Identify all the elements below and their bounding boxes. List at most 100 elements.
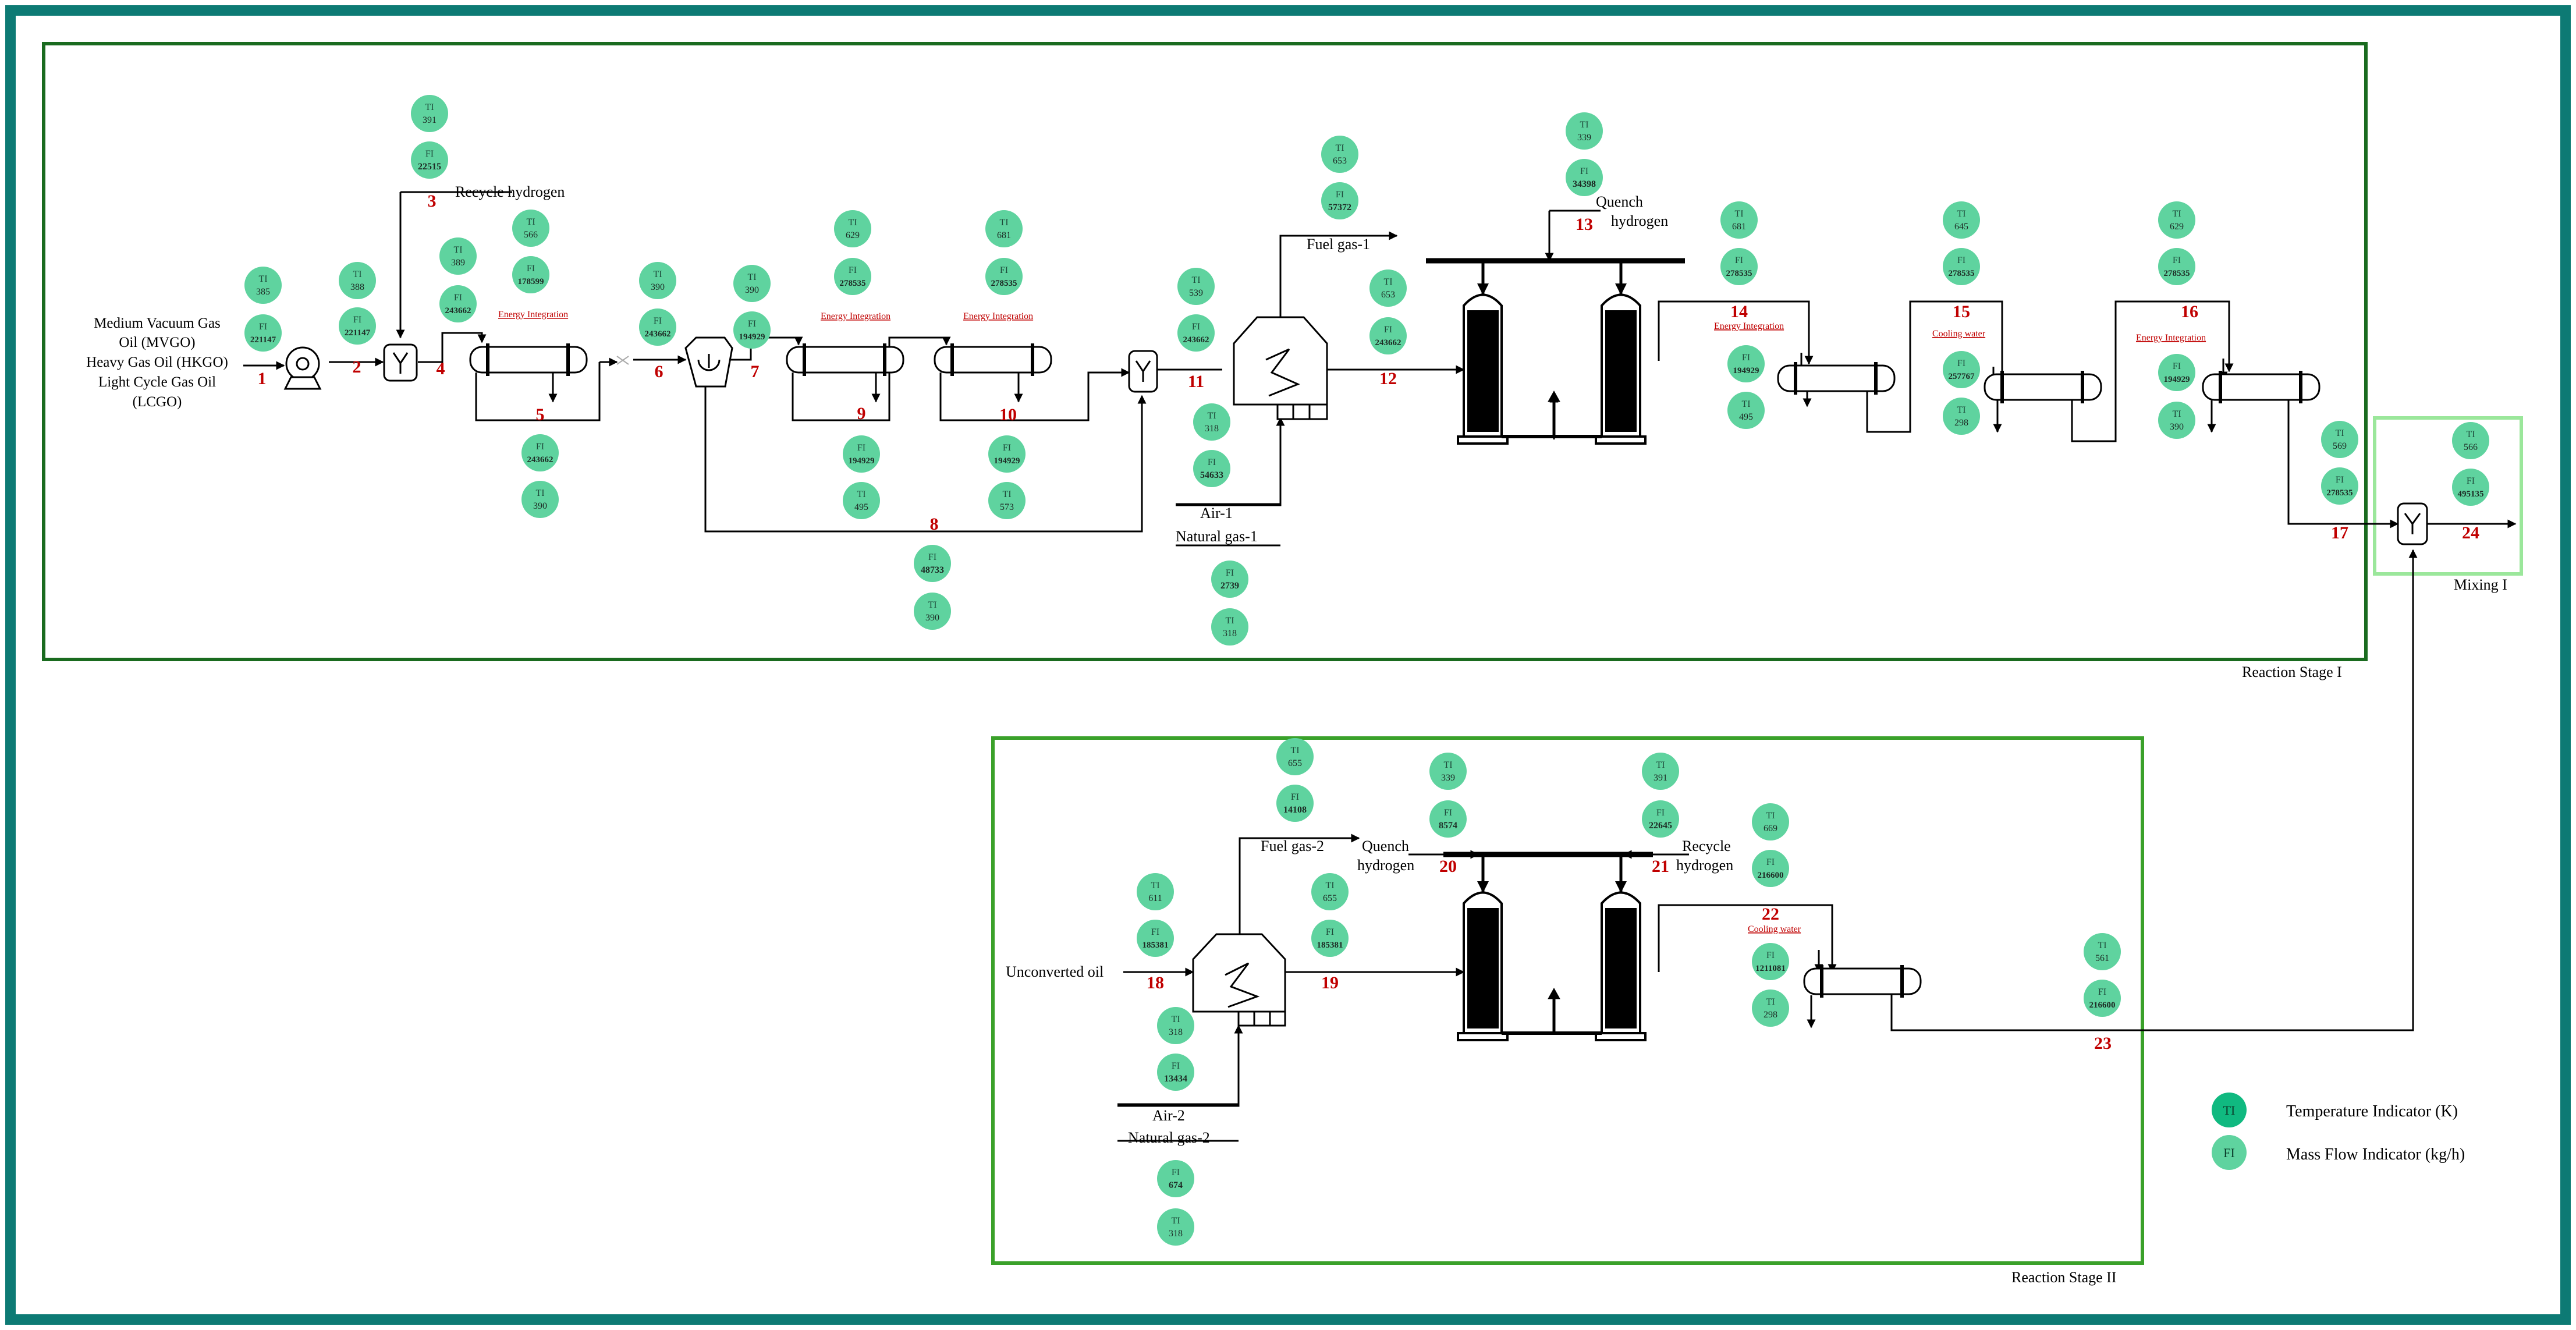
indicator-bubble [1727,392,1765,429]
indicator-tag: TI [747,272,756,282]
indicator-bubble [1752,803,1789,840]
energy-integration-label-2: Energy Integration [821,311,890,321]
indicator-bubble [1193,450,1230,487]
indicator-bubble [244,314,282,352]
cooling-water-label-2: Cooling water [1748,924,1801,934]
cooler-2 [1803,965,1922,998]
indicator-tag: TI [2098,941,2106,950]
indicator-value: 674 [1169,1180,1183,1190]
quench-hydrogen-2-label-line-2: hydrogen [1357,857,1414,874]
indicator-bubble [339,262,376,299]
indicator-tag: TI [857,490,865,499]
indicator-tag: FI [1226,568,1234,578]
indicator-tag: TI [353,269,361,279]
reactor-2a [1457,891,1509,1041]
indicator-tag: TI [1225,616,1234,626]
cooling-water-label-1: Cooling water [1932,329,1986,339]
indicator-tag: TI [2172,209,2181,219]
indicator-value: 194929 [1733,366,1759,375]
stream-number-23: 23 [2094,1034,2112,1053]
indicator-value: 566 [524,230,538,240]
indicator-value: 389 [451,258,465,268]
indicator-bubble [834,258,871,295]
indicator-bubble [639,308,676,346]
stream-number-20: 20 [1439,857,1457,876]
indicator-value: 2739 [1220,581,1239,591]
indicator-bubble [2158,248,2195,285]
valve-1 [616,356,629,365]
indicator-bubble [1321,136,1358,173]
indicator-value: 298 [1954,418,1968,428]
indicator-bubble [733,311,771,349]
indicator-tag: TI [653,269,662,279]
furnace-1 [1233,316,1328,420]
legend-ti-symbol: TI [2223,1103,2236,1118]
hydrogen-header-2 [1443,852,1653,893]
feed-pump [283,346,322,390]
indicator-value: 243662 [1183,335,1209,345]
indicator-tag: TI [1335,143,1344,153]
indicator-bubble [411,141,448,179]
indicator-value: 573 [1000,502,1014,512]
indicator-value: 278535 [1726,269,1752,278]
indicator-bubble [2321,421,2358,458]
indicator-value: 243662 [527,455,553,464]
energy-integration-label-3: Energy Integration [963,311,1033,321]
unconverted-oil-label: Unconverted oil [1006,963,1104,980]
stream-number-9: 9 [857,404,866,423]
indicator-value: 243662 [445,306,471,315]
indicator-bubble [1276,738,1314,775]
indicator-value: 298 [1764,1010,1777,1020]
indicator-tag: TI [1191,275,1200,285]
feed-label-line-3: Heavy Gas Oil (HKGO) [86,354,228,370]
indicator-value: 339 [1577,133,1591,143]
stream-number-2: 2 [353,357,361,377]
reaction-stage-2-label: Reaction Stage II [2011,1269,2117,1286]
indicator-bubble [843,435,880,473]
stream-number-24: 24 [2462,523,2479,542]
indicator-tag: FI [1172,1168,1180,1178]
stream-number-16: 16 [2181,302,2198,321]
indicator-bubble [512,210,549,247]
fi-indicator: FI 674 [1157,1160,1194,1197]
heat-exchanger-2 [786,343,904,376]
indicator-value: 221147 [345,328,371,338]
indicator-tag: TI [1656,760,1665,770]
indicator-value: 611 [1148,893,1162,903]
indicator-tag: TI [1151,881,1159,891]
indicator-value: 669 [1764,824,1777,834]
ti-indicator: TI 390 [733,265,771,302]
reactor-1a [1457,293,1509,445]
indicator-value: 561 [2095,953,2109,963]
indicator-value: 390 [745,285,759,295]
indicator-tag: TI [1957,405,1965,415]
indicator-tag: TI [1766,997,1775,1007]
feed-label-line-1: Medium Vacuum Gas [94,315,221,331]
indicator-bubble [1211,561,1248,598]
indicator-value: 278535 [2327,488,2353,498]
indicator-tag: FI [1656,808,1665,818]
indicator-value: 390 [2170,422,2184,432]
feed-label-line-2: Oil (MVGO) [119,335,195,350]
reaction-stage-1-border [42,42,2368,661]
indicator-value: 243662 [645,329,671,339]
indicator-tag: FI [454,293,462,303]
indicator-bubble [2452,422,2489,459]
indicator-bubble [2452,469,2489,506]
indicator-tag: TI [1443,760,1452,770]
stream-number-21: 21 [1652,857,1669,876]
